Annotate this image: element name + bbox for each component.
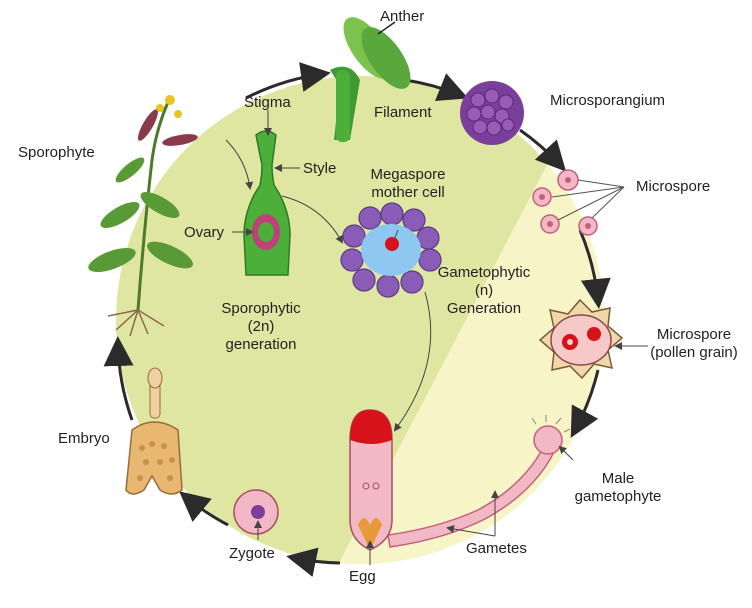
label-microsporangium: Microsporangium — [550, 92, 665, 110]
label-ovary: Ovary — [184, 224, 224, 242]
label-filament: Filament — [374, 104, 432, 122]
label-gametophytic-generation: Gametophytic (n) Generation — [426, 264, 542, 318]
label-pollen-grain: Microspore (pollen grain) — [638, 326, 750, 362]
label-anther: Anther — [380, 8, 424, 26]
label-style: Style — [303, 160, 336, 178]
label-male-gametophyte: Male gametophyte — [566, 470, 670, 506]
label-megaspore-mother-cell: Megaspore mother cell — [358, 166, 458, 202]
label-stigma: Stigma — [244, 94, 291, 112]
label-zygote: Zygote — [229, 545, 275, 563]
label-microspore: Microspore — [636, 178, 710, 196]
label-sporophytic-generation: Sporophytic (2n) generation — [206, 300, 316, 354]
microsporangium — [460, 81, 524, 145]
label-sporophyte: Sporophyte — [18, 144, 95, 162]
label-embryo: Embryo — [58, 430, 110, 448]
label-gametes: Gametes — [466, 540, 527, 558]
label-egg: Egg — [349, 568, 376, 586]
